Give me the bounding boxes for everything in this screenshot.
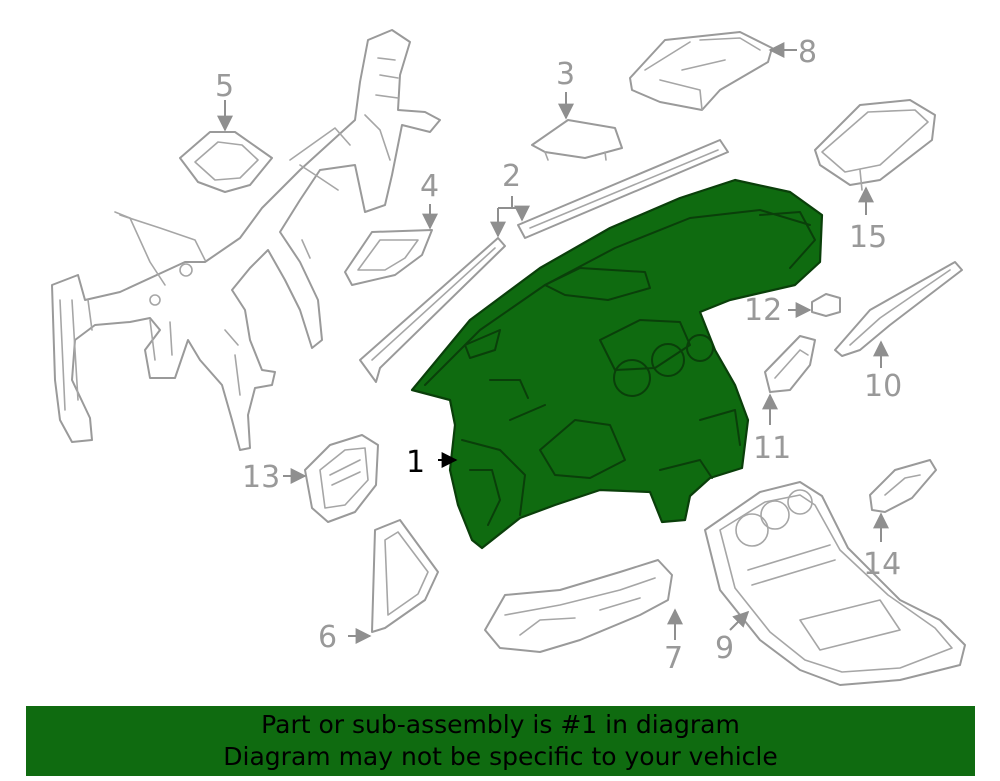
console-trim-part-9	[704, 481, 966, 686]
banner-line-1: Part or sub-assembly is #1 in diagram	[261, 710, 740, 739]
clip-part-12	[811, 293, 841, 317]
callout-10: 10	[864, 369, 902, 404]
airbag-module-part-15	[814, 99, 936, 191]
vent-bezel-part-4	[344, 229, 433, 286]
trim-strip-part-10	[834, 261, 963, 357]
parts-diagram: 1 2 3 4 5 6 7 8 9 10 11 12 13 14 15	[51, 29, 966, 686]
switch-part-14	[869, 459, 937, 513]
bracket-part-11	[764, 335, 816, 393]
callout-15: 15	[849, 220, 887, 255]
callout-13: 13	[242, 460, 280, 495]
defroster-strip-part-2	[359, 139, 729, 383]
side-cover-part-6	[371, 519, 439, 633]
callout-6: 6	[318, 620, 337, 655]
callout-7: 7	[664, 641, 683, 676]
callout-2: 2	[502, 159, 521, 194]
banner-line-2: Diagram may not be specific to your vehi…	[223, 742, 778, 771]
side-vent-part-13	[304, 434, 379, 523]
cover-cap-part-3	[531, 119, 623, 161]
callout-labels: 1 2 3 4 5 6 7 8 9 10 11 12 13 14 15	[215, 35, 902, 676]
lower-bracket-part-7	[484, 559, 673, 653]
callout-9: 9	[715, 631, 734, 666]
callout-12: 12	[744, 293, 782, 328]
dashboard-part-1	[410, 178, 824, 550]
info-banner: Part or sub-assembly is #1 in diagram Di…	[26, 706, 975, 776]
callout-3: 3	[556, 57, 575, 92]
callout-arrows	[217, 42, 889, 644]
callout-1: 1	[406, 445, 425, 480]
cross-car-beam-part-5	[51, 29, 441, 451]
callout-14: 14	[863, 547, 901, 582]
callout-8: 8	[798, 35, 817, 70]
callout-11: 11	[753, 431, 791, 466]
switch-module-part-8	[629, 31, 773, 111]
callout-4: 4	[420, 169, 439, 204]
callout-5: 5	[215, 69, 234, 104]
